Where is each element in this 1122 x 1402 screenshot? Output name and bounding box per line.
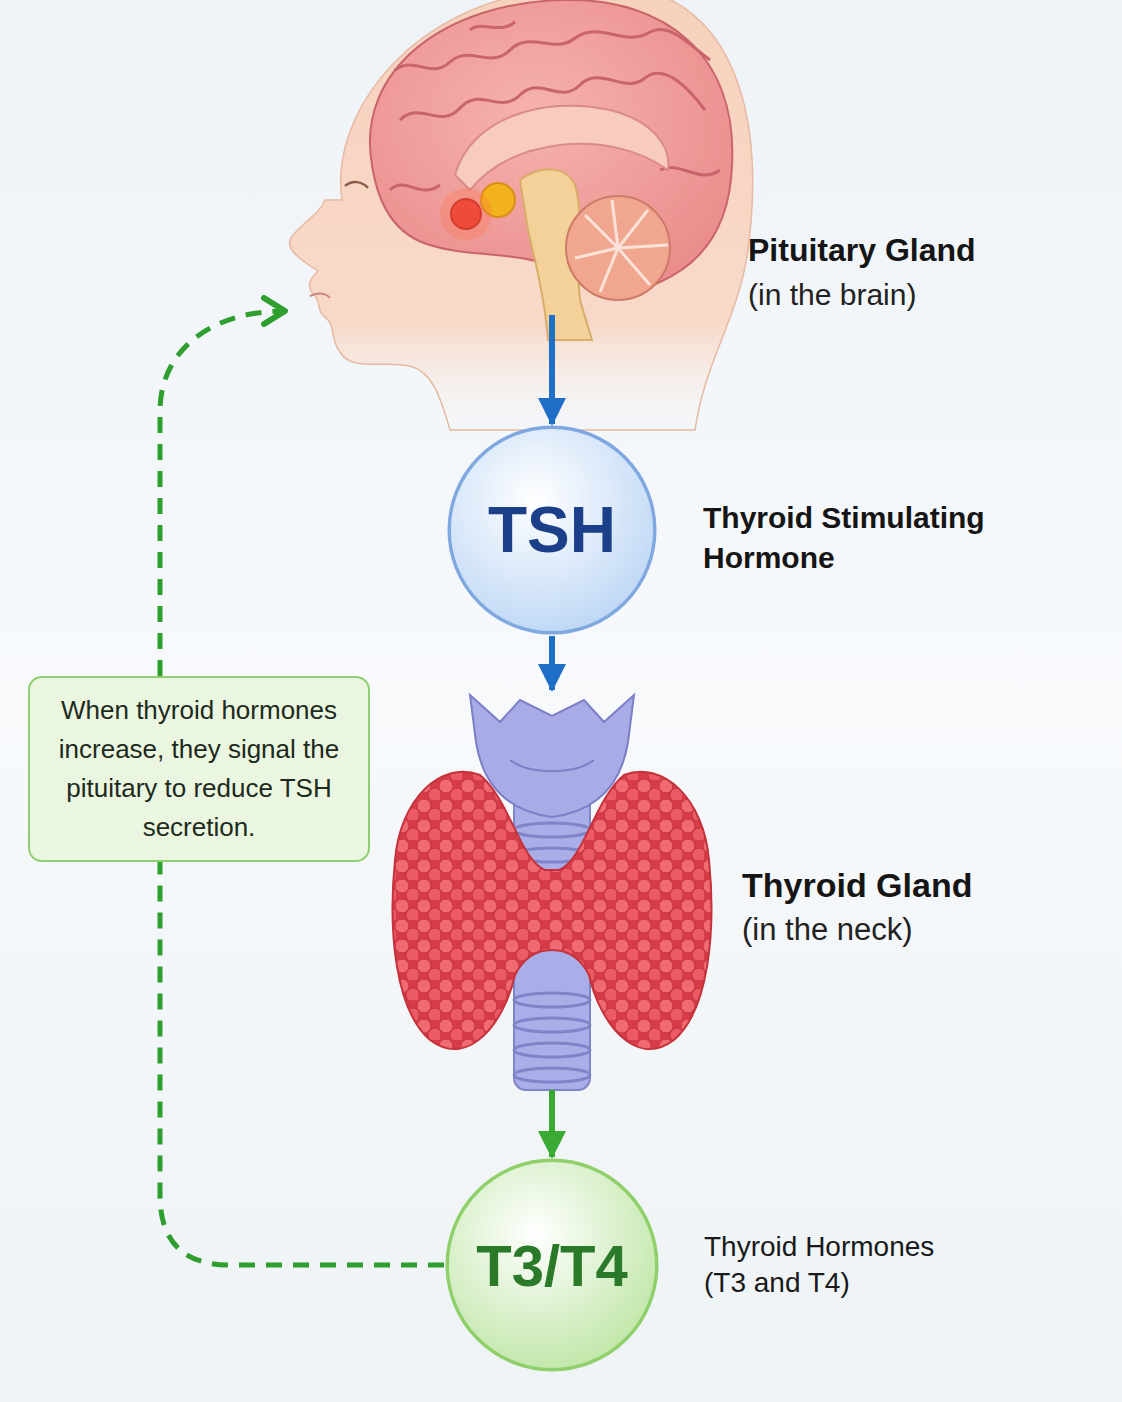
hormone-circle: TSHThyroid Stimulating Hormone xyxy=(446,424,658,636)
feedback-arrow xyxy=(160,311,285,676)
feedback-line xyxy=(160,862,444,1265)
circle-label: TSH xyxy=(488,493,616,567)
text-wrap: When thyroid hormones increase, they sig… xyxy=(30,678,368,860)
head-profile xyxy=(290,0,753,430)
node-description: Thyroid Hormones (T3 and T4) xyxy=(704,1229,974,1301)
node-subtitle: (in the neck) xyxy=(742,912,913,948)
text-wrap: T3/T4 xyxy=(444,1157,660,1373)
flow-arrow xyxy=(549,315,555,424)
node-description: Thyroid Stimulating Hormone xyxy=(703,498,1023,578)
node-heading: Thyroid Gland xyxy=(742,866,972,905)
flow-arrow xyxy=(549,636,555,690)
pituitary-node: Pituitary Gland(in the brain) xyxy=(285,0,745,315)
thyroid-illustration xyxy=(393,695,712,1090)
callout-text: When thyroid hormones increase, they sig… xyxy=(30,691,368,847)
brain xyxy=(370,0,732,340)
thyroid-node: Thyroid Gland(in the neck) xyxy=(390,690,720,1090)
callout-box: When thyroid hormones increase, they sig… xyxy=(28,676,370,862)
node-heading: Pituitary Gland xyxy=(748,232,976,269)
hormone-circle: T3/T4Thyroid Hormones (T3 and T4) xyxy=(444,1157,660,1373)
circle-label: T3/T4 xyxy=(476,1232,628,1299)
text-wrap: TSH xyxy=(446,424,658,636)
flow-arrow xyxy=(549,1090,555,1157)
node-subtitle: (in the brain) xyxy=(748,278,916,312)
